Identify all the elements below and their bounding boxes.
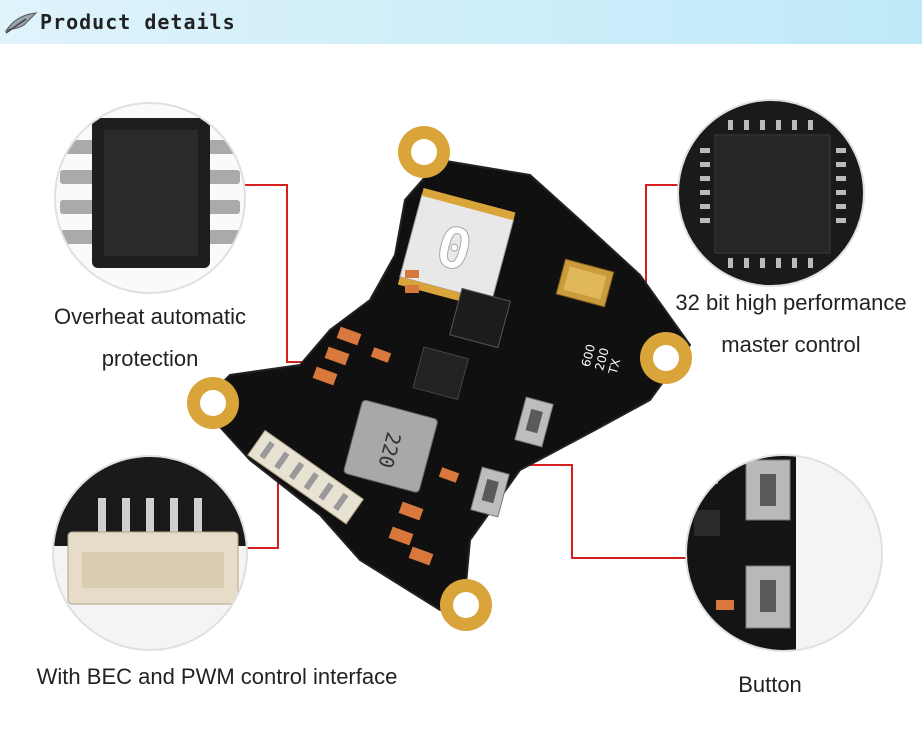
mcu-chip [449, 287, 511, 349]
section-header: Product details [0, 0, 922, 44]
zoom-circle-overheat-chip [54, 102, 246, 294]
zoom-circle-mcu [677, 99, 865, 287]
leader-line-button [520, 464, 686, 559]
label-overheat-line2: protection [101, 345, 199, 371]
label-overheat: Overheat automatic protection [30, 296, 270, 380]
pcb-board: 0 220 [187, 126, 692, 631]
smd-capacitors [312, 270, 460, 566]
mounting-hole-bottom [440, 579, 492, 631]
zoom-circle-buttons [685, 454, 883, 652]
section-title: Product details [40, 10, 236, 34]
mosfet-chip [412, 346, 469, 401]
silkscreen-labels: 600 200 TX [579, 343, 624, 377]
mounting-hole-left [187, 377, 239, 429]
zoom-circle-connector [52, 455, 248, 651]
inductor: 220 [343, 399, 438, 493]
label-mcu-line1: 32 bit high performance [675, 290, 907, 315]
leader-line-bec [246, 467, 279, 549]
label-bec: With BEC and PWM control interface [12, 656, 422, 698]
label-mcu-line2: master control [721, 331, 861, 357]
label-mcu: 32 bit high performance master control [660, 282, 922, 366]
silk-label-200: 200 [592, 346, 611, 372]
crystal-oscillator [555, 258, 615, 308]
label-overheat-line1: Overheat automatic [54, 304, 246, 329]
seven-segment-display: 0 [397, 187, 516, 310]
silk-label-600: 600 [579, 343, 598, 369]
label-bec-text: With BEC and PWM control interface [36, 664, 398, 689]
label-button-text: Button [738, 672, 802, 697]
mounting-hole-top [398, 126, 450, 178]
push-button-1 [514, 396, 554, 448]
push-button-2 [470, 466, 510, 518]
mounting-hole-right [640, 332, 692, 384]
silk-label-tx: TX [606, 357, 624, 377]
feather-logo-icon [4, 12, 38, 34]
label-button: Button [700, 664, 840, 706]
pwm-connector [247, 429, 365, 525]
